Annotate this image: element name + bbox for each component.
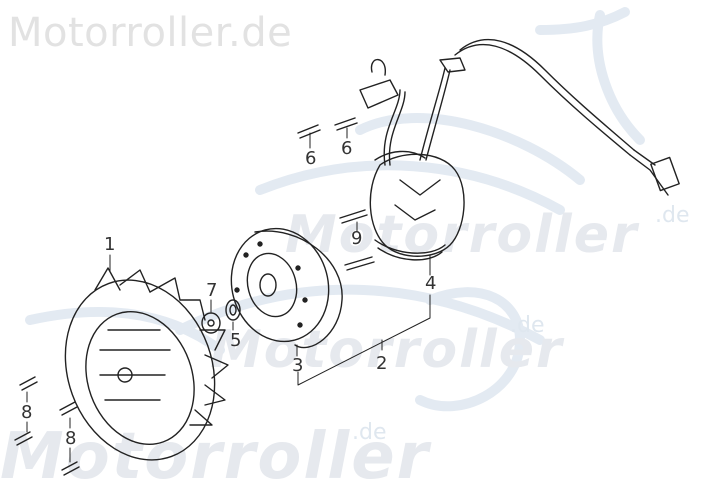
callout-6-left: 6: [305, 148, 317, 169]
callout-5: 5: [230, 330, 242, 351]
callout-2: 2: [376, 353, 388, 374]
watermark-mid: Motorroller: [285, 205, 639, 265]
wiring-harness: [359, 38, 680, 196]
leader-lines: [26, 127, 431, 463]
watermark-bottom-suffix: .de: [352, 420, 387, 445]
callout-8-left: 8: [21, 402, 33, 423]
washer-part: [225, 299, 241, 321]
watermark-lower: Motorroller: [210, 320, 564, 380]
watermark-top: Motorroller.de: [8, 10, 293, 56]
bolt-parts-9: [339, 209, 375, 271]
callout-6-right: 6: [341, 138, 353, 159]
stator-part: [369, 150, 465, 261]
callout-3: 3: [292, 355, 304, 376]
cooling-fan-part: [64, 267, 229, 461]
nut-part: [201, 312, 221, 334]
flywheel-rotor-part: [230, 227, 343, 349]
callout-8-right: 8: [65, 428, 77, 449]
callout-9: 9: [351, 228, 363, 249]
callout-1: 1: [104, 234, 116, 255]
bolt-parts-8: [14, 376, 80, 476]
callout-7: 7: [206, 280, 218, 301]
watermark-mid-suffix: .de: [655, 203, 690, 228]
watermark-lower-suffix: .de: [510, 313, 545, 338]
watermark-bottom: Motorroller: [0, 420, 431, 494]
screw-parts-6: [297, 117, 358, 139]
callout-4: 4: [425, 273, 437, 294]
